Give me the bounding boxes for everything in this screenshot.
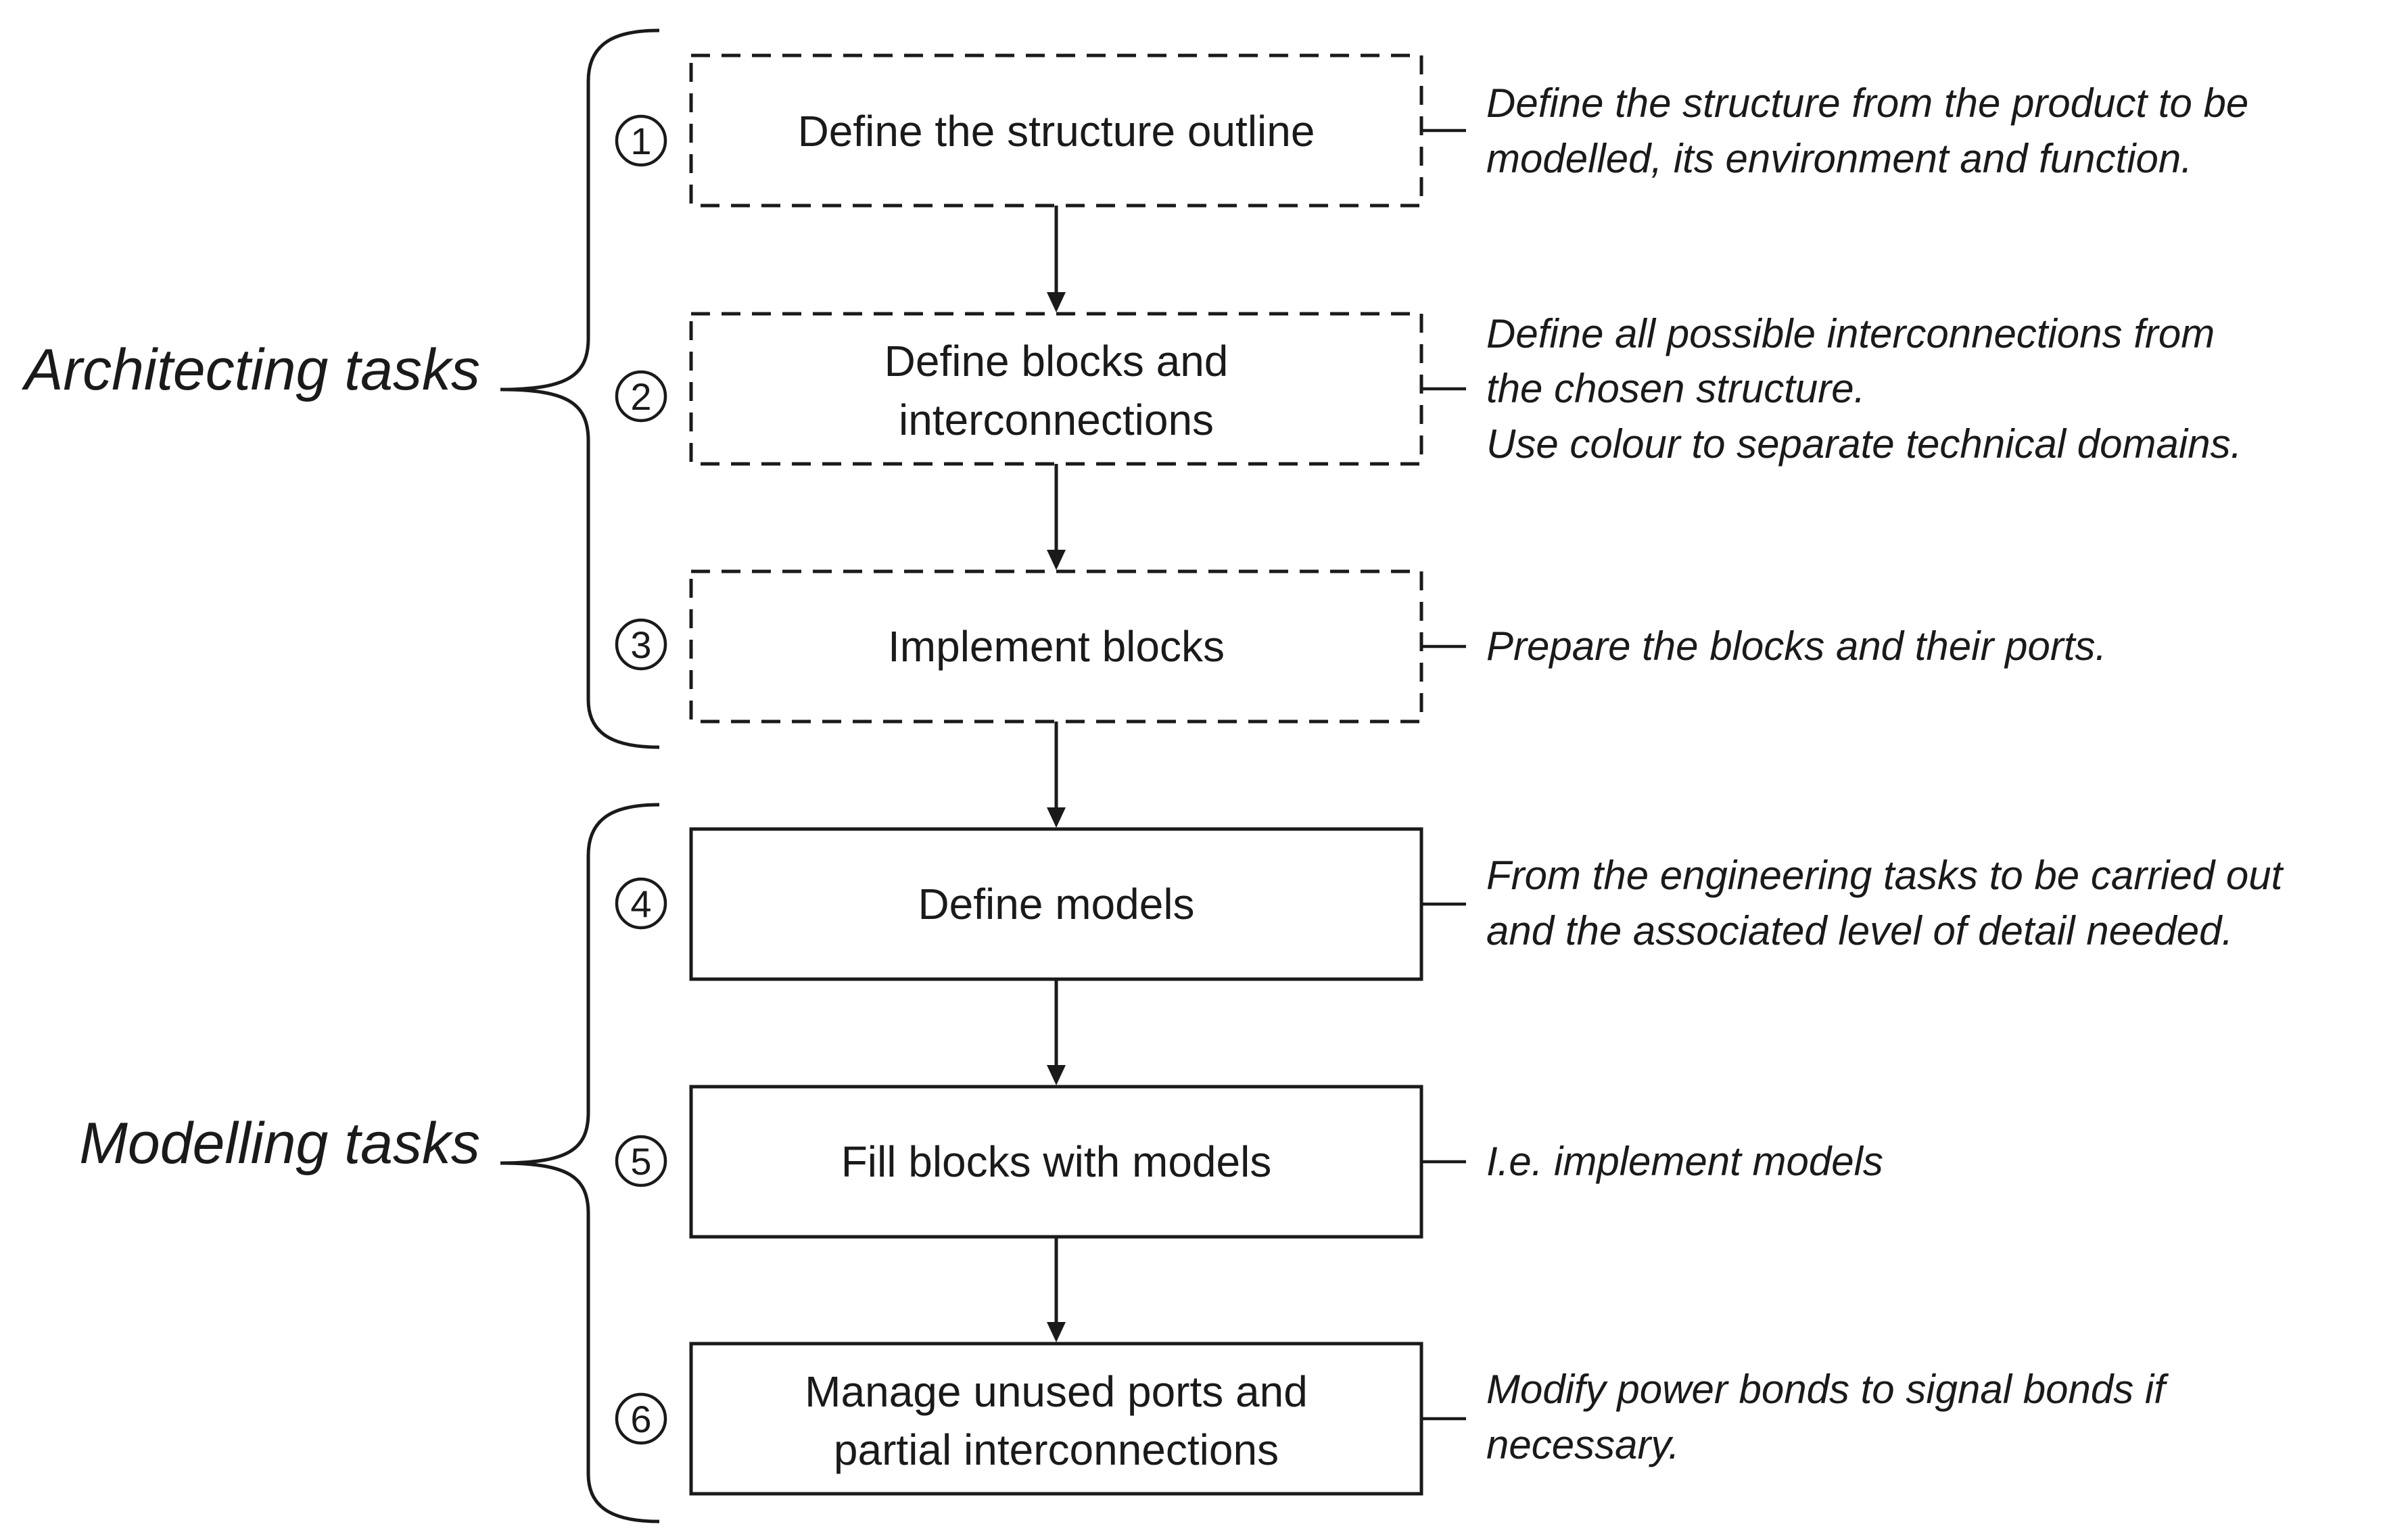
step-description-line: and the associated level of detail neede… xyxy=(1486,908,2233,953)
step-box-label: Manage unused ports and xyxy=(805,1367,1308,1416)
step-description-line: Use colour to separate technical domains… xyxy=(1486,421,2242,467)
step-number-circle xyxy=(615,1392,667,1445)
group-architecting: Architecting tasks xyxy=(21,28,660,749)
step-number-circle xyxy=(615,877,667,930)
step-number: 4 xyxy=(630,882,651,925)
step-1: 1 Define the structure outline Define th… xyxy=(615,53,2248,208)
arrow-5-to-6 xyxy=(1047,1237,1066,1342)
brace-architecting xyxy=(500,28,660,749)
step-description-line: Prepare the blocks and their ports. xyxy=(1486,623,2106,669)
step-box xyxy=(689,53,1423,208)
group-modelling: Modelling tasks xyxy=(79,803,660,1524)
step-number-circle xyxy=(615,618,667,671)
step-number-circle xyxy=(615,370,667,423)
step-description-line: Modify power bonds to signal bonds if xyxy=(1486,1367,2169,1412)
step-description-line: modelled, its environment and function. xyxy=(1486,136,2192,181)
step-box-label: Define the structure outline xyxy=(798,107,1315,156)
step-description-line: Define all possible interconnections fro… xyxy=(1486,311,2215,356)
group-label-modelling: Modelling tasks xyxy=(79,1111,480,1176)
step-box-label: Fill blocks with models xyxy=(841,1137,1272,1186)
step-2: 2 Define blocks and interconnections Def… xyxy=(615,311,2242,467)
step-3: 3 Implement blocks Prepare the blocks an… xyxy=(615,569,2106,724)
step-description-line: the chosen structure. xyxy=(1486,366,1865,411)
step-box xyxy=(689,1342,1423,1496)
step-description-line: From the engineering tasks to be carried… xyxy=(1486,853,2284,898)
step-number-circle xyxy=(615,1135,667,1187)
step-description-line: Define the structure from the product to… xyxy=(1486,80,2248,126)
step-number: 1 xyxy=(630,120,651,162)
step-box-label: interconnections xyxy=(899,396,1214,444)
flow-arrows xyxy=(1047,206,1066,1342)
step-box-label: Define models xyxy=(918,880,1194,928)
group-label-architecting: Architecting tasks xyxy=(21,337,480,402)
step-description-line: necessary. xyxy=(1486,1422,1680,1467)
arrow-1-to-2 xyxy=(1047,206,1066,312)
arrow-4-to-5 xyxy=(1047,979,1066,1085)
step-box xyxy=(689,827,1423,981)
step-box xyxy=(689,1085,1423,1239)
step-number: 2 xyxy=(630,375,651,418)
step-6: 6 Manage unused ports and partial interc… xyxy=(615,1342,2169,1496)
step-number: 3 xyxy=(630,623,651,666)
step-number-circle xyxy=(615,114,667,167)
step-box xyxy=(689,569,1423,724)
arrow-3-to-4 xyxy=(1047,722,1066,828)
step-box-label: Implement blocks xyxy=(888,622,1225,671)
step-box-label: Define blocks and xyxy=(884,337,1229,385)
step-description-line: I.e. implement models xyxy=(1486,1139,1883,1184)
arrow-2-to-3 xyxy=(1047,464,1066,570)
step-number: 6 xyxy=(630,1398,651,1440)
step-4: 4 Define models From the engineering tas… xyxy=(615,827,2284,981)
brace-modelling xyxy=(500,803,660,1524)
step-number: 5 xyxy=(630,1140,651,1183)
step-5: 5 Fill blocks with models I.e. implement… xyxy=(615,1085,1883,1239)
step-box-label: partial interconnections xyxy=(834,1425,1279,1474)
